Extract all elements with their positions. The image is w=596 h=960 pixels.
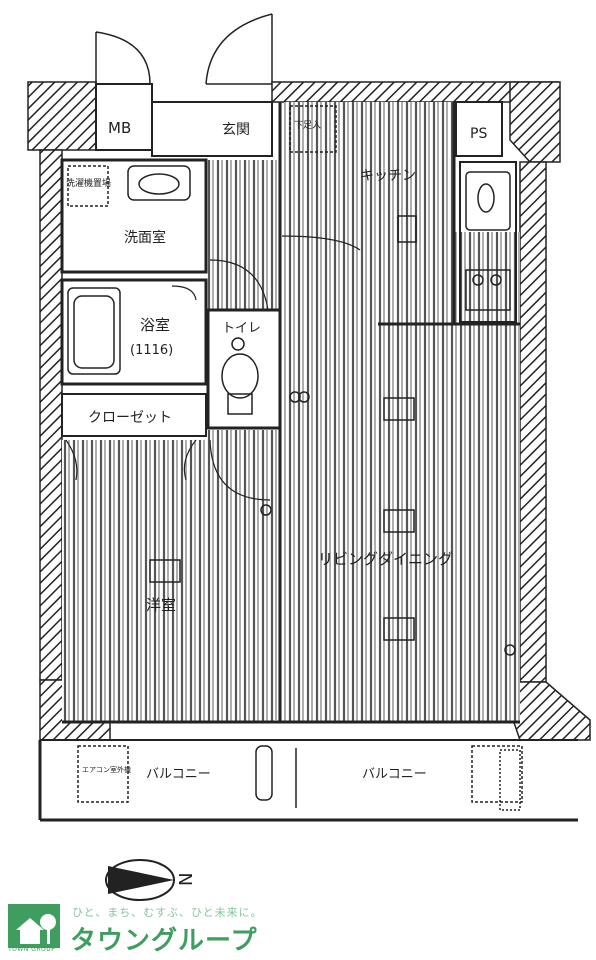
label-entrance: 玄関 <box>222 121 250 138</box>
label-ps: PS <box>470 126 487 142</box>
door-swings <box>65 235 361 501</box>
brand-tagline: ひと、まち、むすぶ、ひと未来に。 <box>72 906 263 919</box>
label-balcony-left: バルコニー <box>146 767 211 782</box>
label-washer: 洗濯機置場 <box>66 177 111 189</box>
flooring <box>62 102 520 722</box>
label-mb: MB <box>108 119 131 137</box>
room-labels: MB 玄関 下足入 PS キッチン 洗濯機置場 洗面室 浴室 (1116) トイ… <box>66 119 487 782</box>
top-doors <box>95 13 273 85</box>
balcony-fixtures <box>77 745 523 811</box>
outer-walls <box>27 81 591 741</box>
brand-name-en: TOWN GROUP <box>8 946 56 953</box>
fixtures <box>67 105 516 656</box>
label-toilet: トイレ <box>222 321 261 336</box>
label-outdoor-unit: エアコン室外機 <box>82 765 131 774</box>
label-shoebox: 下足入 <box>294 120 321 131</box>
brand-name: タウングループ <box>70 926 258 956</box>
interior-walls <box>38 83 578 822</box>
label-closet: クローゼット <box>88 410 172 426</box>
label-bathroom: 浴室 <box>140 316 170 334</box>
label-western-room: 洋室 <box>146 596 176 614</box>
label-kitchen: キッチン <box>360 168 416 184</box>
house-tree-icon <box>8 904 60 948</box>
compass-needle-icon <box>108 866 174 894</box>
brand-logo: TOWN GROUP ひと、まち、むすぶ、ひと未来に。 タウングループ <box>8 900 268 956</box>
label-washroom: 洗面室 <box>124 229 166 246</box>
label-bath-size: (1116) <box>130 343 173 358</box>
label-balcony-right: バルコニー <box>362 767 427 782</box>
compass: N <box>105 859 197 901</box>
label-living-dining: リビングダイニング <box>318 550 453 568</box>
compass-north: N <box>176 873 197 886</box>
